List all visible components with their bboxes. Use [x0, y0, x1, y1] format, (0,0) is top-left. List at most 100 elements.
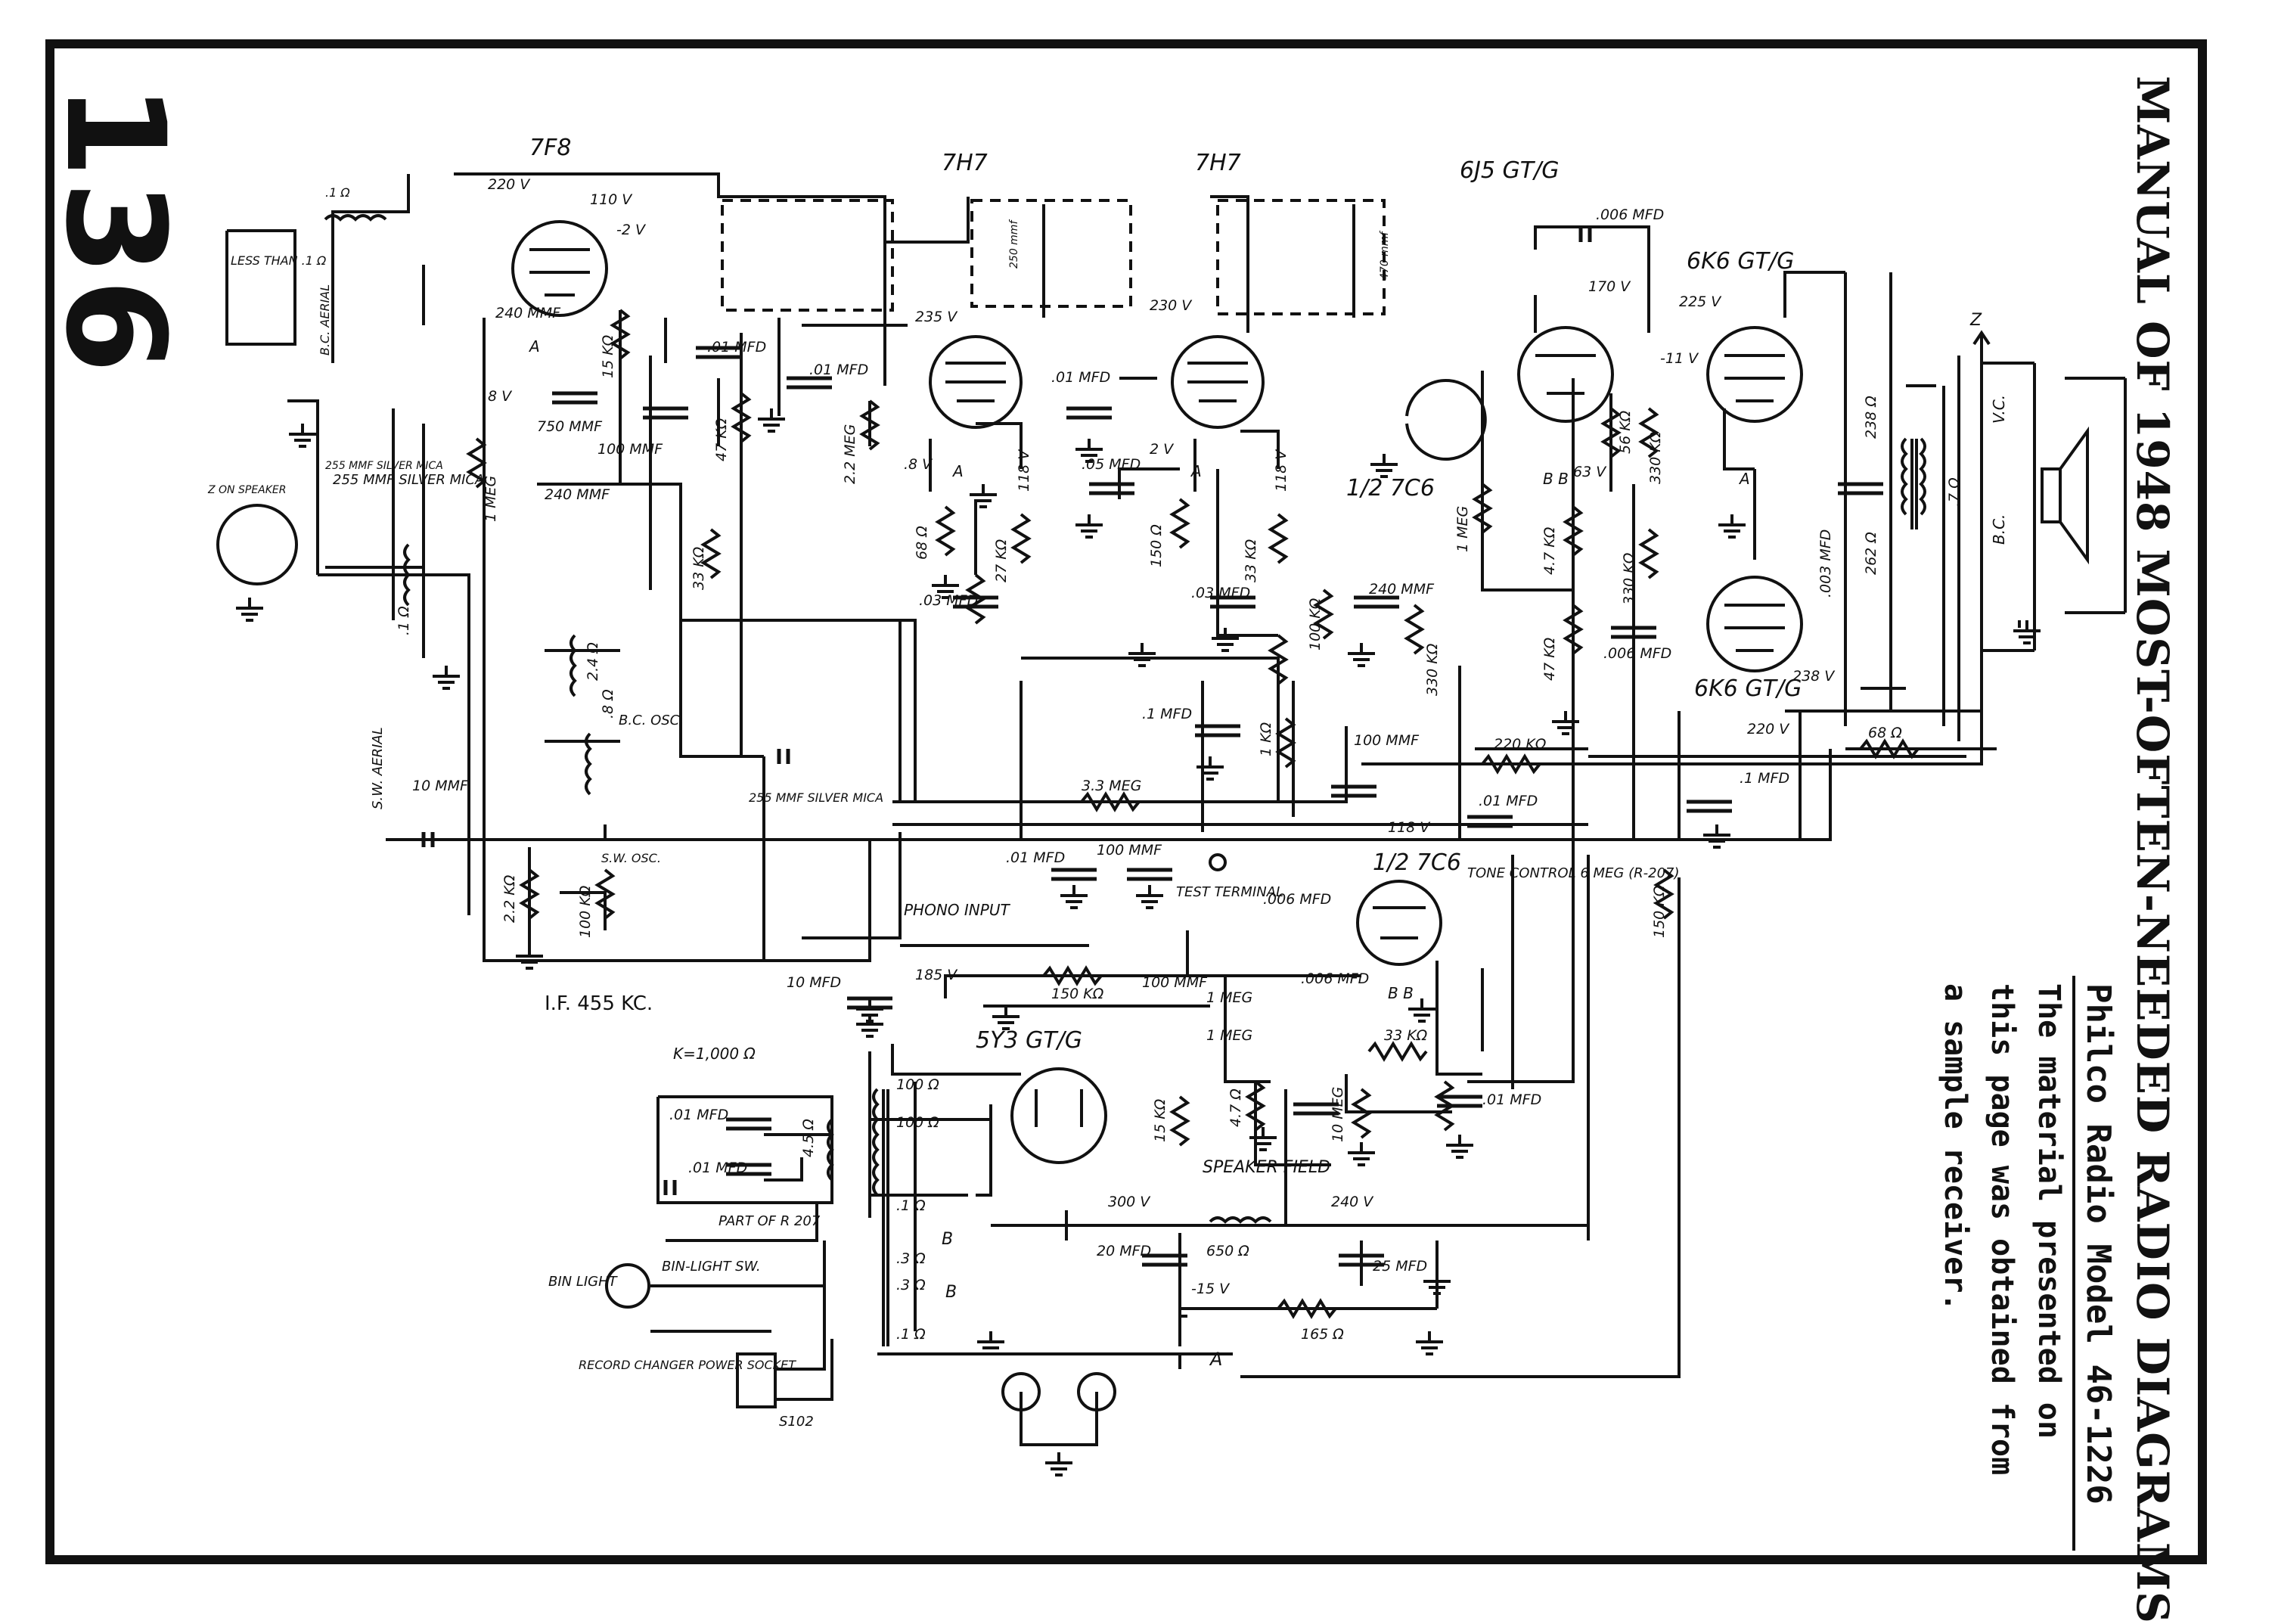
part-of-r207-label: PART OF R 207 [719, 1213, 821, 1229]
bin-light-label: BIN LIGHT [548, 1274, 619, 1290]
resistor-value: 100 Ω [896, 1076, 939, 1093]
bb-label: B B [1388, 984, 1414, 1002]
resistor-value: 1 KΩ [1258, 722, 1274, 756]
resistor-value: 15 KΩ [1152, 1098, 1169, 1142]
a-node-label: A [1190, 462, 1202, 480]
resistor-value: .1 Ω [896, 1197, 926, 1214]
capacitor-value: .03 MFD [1191, 585, 1250, 601]
resistor-value: .1 Ω [325, 185, 350, 200]
resistor-value: 262 Ω [1863, 532, 1879, 575]
capacitor-value: .006 MFD [1301, 970, 1369, 987]
bin-light-lamp [605, 1263, 650, 1309]
capacitor-value: 25 MFD [1373, 1258, 1427, 1275]
sw-osc-label: S.W. OSC. [601, 851, 661, 865]
sw-aerial-label: S.W. AERIAL [370, 727, 386, 809]
voltage-label: -11 V [1660, 350, 1699, 367]
less-than-label: LESS THAN .1 Ω [231, 253, 327, 268]
voltage-label: -2 V [616, 222, 647, 238]
resistor-value: 3.3 MEG [1082, 778, 1141, 794]
resistor-value: .1 Ω [896, 1326, 926, 1343]
capacitor-value: 250 mmf [1008, 219, 1020, 269]
tube-7h7-a [929, 335, 1023, 429]
voltage-label: 235 V [915, 309, 958, 325]
a-node-label: A [1209, 1349, 1222, 1370]
phono-input-label: PHONO INPUT [904, 901, 1010, 919]
resistor-value: 33 KΩ [691, 546, 707, 590]
voltage-label: 8 V [488, 388, 513, 405]
component-values: 220 V 110 V -2 V 8 V 235 V 230 V 170 V 2… [325, 176, 1963, 1343]
resistor-value: 238 Ω [1863, 396, 1879, 439]
resistor-value: 33 KΩ [1384, 1027, 1428, 1044]
tube-label: 6K6 GT/G [1687, 248, 1794, 275]
resistor-value: 68 Ω [1868, 725, 1902, 741]
tube-label: 1/2 7C6 [1373, 849, 1461, 876]
resistor-value: 330 KΩ [1621, 552, 1637, 605]
z-arrow-label: Z [1969, 311, 1982, 330]
resistor-value: 1 MEG [1454, 506, 1471, 552]
resistor-value: 47 KΩ [1541, 637, 1558, 681]
tube-label: 7H7 [1195, 150, 1241, 176]
capacitor-value: .01 MFD [1479, 793, 1538, 809]
capacitor-value: 240 MMF [545, 486, 610, 503]
resistor-value: 330 KΩ [1647, 431, 1664, 484]
capacitor-value: 240 MMF [1369, 581, 1435, 598]
voltage-label: 238 V [1792, 668, 1836, 685]
resistor-value: 4.7 KΩ [1541, 526, 1558, 575]
tube-label: 1/2 7C6 [1346, 475, 1435, 501]
tube-symbols [216, 220, 1803, 1411]
b-node-label: B [945, 1283, 957, 1302]
resistors [466, 309, 1920, 1319]
capacitor-value: 100 MMF [1142, 974, 1208, 991]
capacitor-value: 255 MMF SILVER MICA [749, 790, 883, 805]
capacitor-value: .1 MFD [1740, 770, 1789, 787]
capacitor-value: .01 MFD [688, 1160, 747, 1176]
bb-label: B B [1543, 470, 1569, 488]
resistor-value: 33 KΩ [1243, 539, 1259, 582]
capacitor-value: .01 MFD [1051, 369, 1110, 386]
voltage-label: 300 V [1108, 1194, 1151, 1210]
resistor-value: 4.5 Ω [800, 1119, 817, 1157]
capacitor-value: .006 MFD [1263, 891, 1331, 908]
voltage-label: 220 V [488, 176, 531, 193]
tube-label: 6J5 GT/G [1460, 157, 1559, 184]
capacitor-value: .05 MFD [1082, 456, 1141, 473]
tone-control-label: TONE CONTROL 6 MEG (R-207) [1467, 865, 1680, 881]
capacitor-value: 240 MMF [495, 305, 561, 321]
capacitor-value: .1 MFD [1142, 706, 1192, 722]
capacitor-value: .01 MFD [809, 362, 868, 378]
capacitor-value: .006 MFD [1603, 645, 1671, 662]
resistor-value: .3 Ω [896, 1277, 926, 1293]
voltage-label: 240 V [1331, 1194, 1374, 1210]
capacitor-value: 255 MMF SILVER MICA [325, 460, 443, 472]
resistor-value: 2.2 MEG [842, 424, 858, 484]
capacitor-value: .01 MFD [707, 339, 766, 356]
resistor-value: .3 Ω [896, 1250, 926, 1267]
capacitor-value: .003 MFD [1817, 529, 1834, 598]
tube-7c6-diode [1405, 379, 1487, 461]
resistor-value: 650 Ω [1206, 1243, 1249, 1259]
resistor-value: 165 Ω [1301, 1326, 1344, 1343]
resistor-value: 1 MEG [1206, 1027, 1252, 1044]
voltage-label: -15 V [1191, 1281, 1231, 1297]
speaker-socket [216, 504, 298, 585]
a-node-label: A [528, 337, 540, 356]
resistor-value: 10 MEG [1330, 1087, 1346, 1142]
resistor-value: 100 Ω [896, 1114, 939, 1131]
voltage-label: 2 V [1150, 441, 1175, 458]
voltage-label: 118 V [1016, 449, 1032, 492]
resistor-value: 100 KΩ [577, 885, 594, 938]
capacitor-value: .03 MFD [919, 592, 978, 609]
voice-coil-label: V.C. [1990, 395, 2008, 424]
tube-labels: 7F8 7H7 7H7 6J5 GT/G 6K6 GT/G 6K6 GT/G 1… [529, 135, 1802, 1054]
test-terminal-label: TEST TERMINAL [1176, 884, 1283, 900]
tube-5y3 [1010, 1067, 1107, 1164]
tube-6k6-b [1706, 576, 1803, 672]
s102-label: S102 [779, 1414, 814, 1430]
speaker-symbol [1972, 330, 2089, 565]
capacitors [421, 227, 1883, 1267]
silver-mica-label: 255 MMF SILVER MICA [333, 472, 484, 488]
capacitor-value: .01 MFD [669, 1107, 728, 1123]
capacitor-value: .01 MFD [1482, 1091, 1541, 1108]
voltage-label: 230 V [1150, 297, 1193, 314]
tube-label: 5Y3 GT/G [976, 1027, 1082, 1054]
